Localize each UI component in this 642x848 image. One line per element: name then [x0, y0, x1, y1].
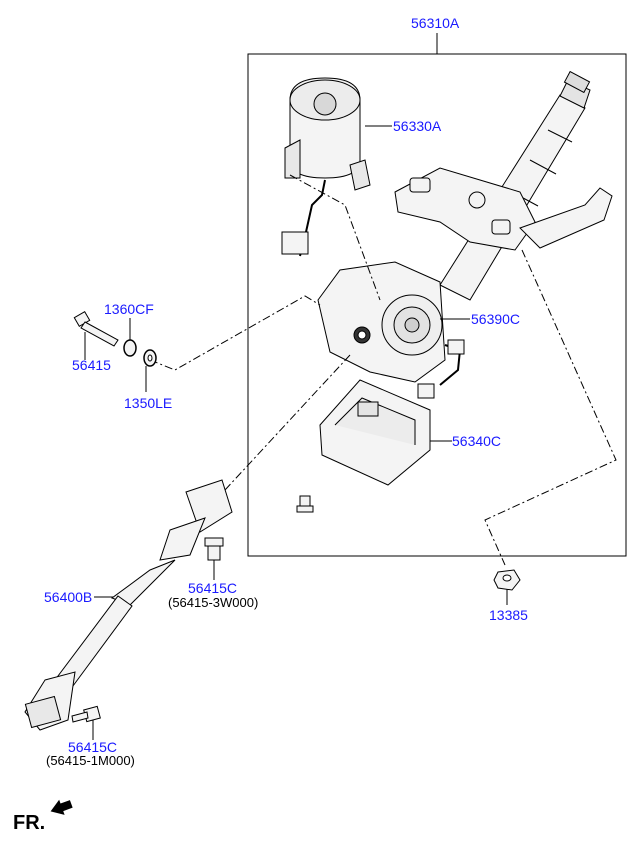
reduction-housing	[317, 261, 446, 383]
sensor-connector	[447, 339, 465, 355]
bolt-upper	[204, 537, 224, 561]
motor-connector	[281, 231, 309, 255]
motor	[284, 77, 371, 191]
label-56400b[interactable]: 56400B	[44, 589, 93, 605]
label-56340c[interactable]: 56340C	[452, 433, 502, 449]
label-56390c[interactable]: 56390C	[471, 311, 521, 327]
label-56415c-upper-sub: (56415-3W000)	[168, 595, 259, 610]
front-direction-label: FR.	[13, 812, 46, 834]
intermediate-shaft	[24, 479, 233, 731]
sensor-connector-2	[417, 383, 435, 399]
cover-screw	[296, 495, 314, 513]
nut-13385	[493, 569, 521, 591]
tilt-bracket	[394, 167, 536, 251]
lower-cover	[319, 379, 431, 486]
label-56415c-lower-sub: (56415-1M000)	[46, 753, 135, 768]
label-1360cf[interactable]: 1360CF	[104, 301, 154, 317]
tilt-lever	[519, 187, 613, 249]
relation-lines	[149, 174, 617, 566]
leader-lines	[84, 125, 508, 740]
bolt-56415	[73, 310, 119, 347]
label-56415[interactable]: 56415	[72, 357, 111, 373]
washer-1360cf	[123, 339, 137, 357]
label-56330a[interactable]: 56330A	[393, 118, 442, 134]
label-13385[interactable]: 13385	[489, 607, 528, 623]
front-direction-arrow-icon	[50, 799, 73, 815]
label-56415c-lower[interactable]: 56415C	[68, 739, 118, 755]
label-56415c-upper[interactable]: 56415C	[188, 580, 238, 596]
label-56310a[interactable]: 56310A	[411, 15, 460, 31]
label-1350le[interactable]: 1350LE	[124, 395, 173, 411]
bolt-lower	[71, 705, 101, 723]
